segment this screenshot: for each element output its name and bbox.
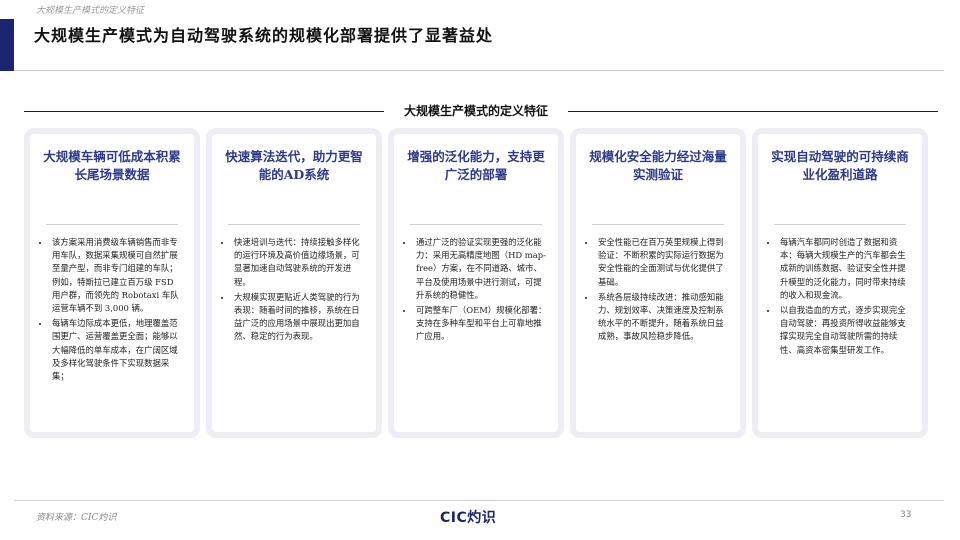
- card-body: 每辆汽车都同时创造了数据和资本：每辆大规模生产的汽车都会生成新的训练数据、验证安…: [768, 236, 912, 359]
- title-divider: [14, 70, 944, 71]
- card-divider: [592, 224, 724, 225]
- card-point: 以自我造血的方式，逐步实现完全自动驾驶：再投资所得收益能够支撑实现完全自动驾驶所…: [778, 304, 912, 357]
- feature-card-1: 大规模车辆可低成本积累长尾场景数据 该方案采用消费级车辆销售而非专用车队，数据采…: [24, 128, 200, 438]
- feature-card-2: 快速算法迭代，助力更智能的AD系统 快速培训与迭代：持续接触多样化的运行环境及高…: [206, 128, 382, 438]
- footer-source: 资料来源：CIC灼识: [36, 513, 117, 523]
- card-point: 大规模实现更贴近人类驾驶的行为表现：随着时间的推移，系统在日益广泛的应用场景中展…: [232, 291, 366, 344]
- title-accent-bar: [0, 19, 14, 71]
- card-point: 快速培训与迭代：持续接触多样化的运行环境及高价值边缘场景，可显著加速自动驾驶系统…: [232, 236, 366, 289]
- card-body: 安全性能已在百万英里规模上得到验证：不断积累的实际运行数据为安全性能的全面测试与…: [586, 236, 730, 346]
- card-point: 通过广泛的验证实现更强的泛化能力：采用无高精度地图（HD map-free）方案…: [414, 236, 548, 302]
- feature-card-4: 规模化安全能力经过海量实测验证 安全性能已在百万英里规模上得到验证：不断积累的实…: [570, 128, 746, 438]
- page-number: 33: [900, 510, 912, 520]
- feature-card-5: 实现自动驾驶的可持续商业化盈利道路 每辆汽车都同时创造了数据和资本：每辆大规模生…: [752, 128, 928, 438]
- card-body: 通过广泛的验证实现更强的泛化能力：采用无高精度地图（HD map-free）方案…: [404, 236, 548, 346]
- card-divider: [410, 224, 542, 225]
- card-heading: 大规模车辆可低成本积累长尾场景数据: [43, 149, 181, 182]
- page-title: 大规模生产模式为自动驾驶系统的规模化部署提供了显著益处: [34, 26, 494, 45]
- card-divider: [228, 224, 360, 225]
- card-divider: [46, 224, 178, 225]
- card-point: 该方案采用消费级车辆销售而非专用车队，数据采集规模可自然扩展至量产型，而非专门组…: [50, 236, 184, 315]
- card-point: 每辆车边际成本更低，地理覆盖范围更广、运营覆盖更全面；能够以大幅降低的单车成本，…: [50, 317, 184, 383]
- subtitle-line-right: [568, 111, 938, 112]
- card-heading: 增强的泛化能力，支持更广泛的部署: [407, 149, 545, 182]
- subtitle-line-left: [24, 111, 384, 112]
- cic-logo: CIC灼识: [440, 510, 497, 526]
- card-point: 安全性能已在百万英里规模上得到验证：不断积累的实际运行数据为安全性能的全面测试与…: [596, 236, 730, 289]
- footer-divider: [14, 500, 944, 501]
- card-body: 快速培训与迭代：持续接触多样化的运行环境及高价值边缘场景，可显著加速自动驾驶系统…: [222, 236, 366, 346]
- card-heading: 快速算法迭代，助力更智能的AD系统: [225, 149, 363, 182]
- card-point: 系统各层级持续改进：推动感知能力、规划效率、决策速度及控制系统水平的不断提升，随…: [596, 291, 730, 344]
- feature-card-3: 增强的泛化能力，支持更广泛的部署 通过广泛的验证实现更强的泛化能力：采用无高精度…: [388, 128, 564, 438]
- section-tag: 大规模生产模式的定义特征: [36, 6, 145, 16]
- card-heading: 规模化安全能力经过海量实测验证: [589, 149, 727, 182]
- card-body: 该方案采用消费级车辆销售而非专用车队，数据采集规模可自然扩展至量产型，而非专门组…: [40, 236, 184, 385]
- card-heading: 实现自动驾驶的可持续商业化盈利道路: [771, 149, 909, 182]
- card-point: 每辆汽车都同时创造了数据和资本：每辆大规模生产的汽车都会生成新的训练数据、验证安…: [778, 236, 912, 302]
- card-point: 可跨整车厂（OEM）规模化部署：支持在多种车型和平台上可靠地推广应用。: [414, 304, 548, 344]
- subtitle: 大规模生产模式的定义特征: [403, 104, 548, 118]
- card-divider: [774, 224, 906, 225]
